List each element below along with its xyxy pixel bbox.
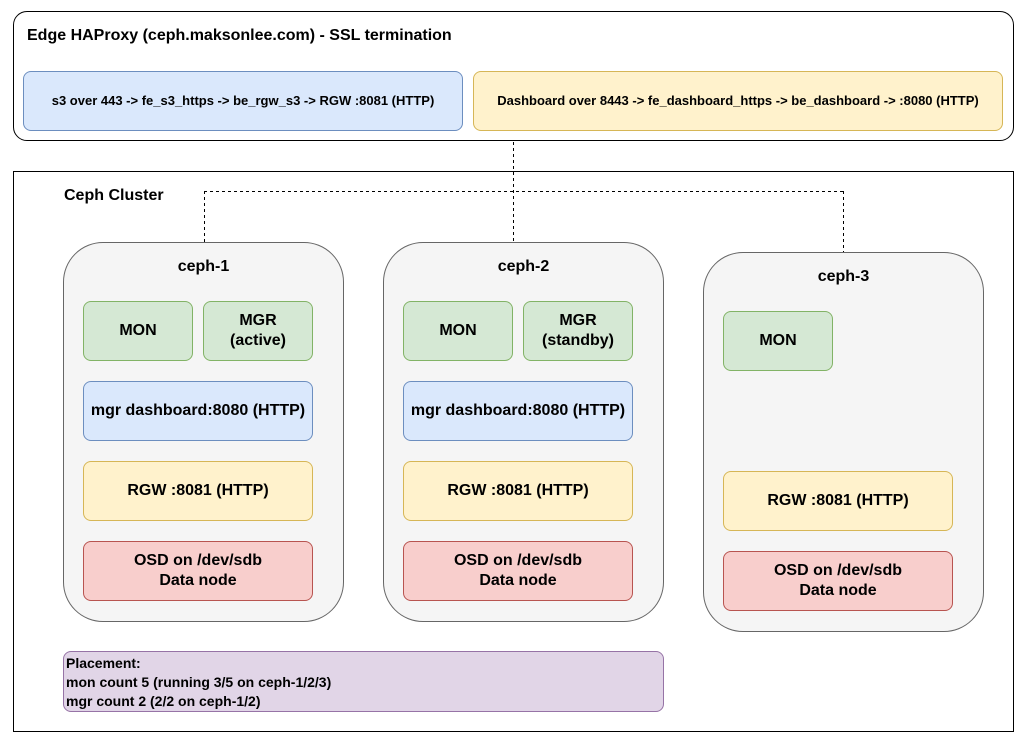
mon-box: MON: [403, 301, 513, 361]
s3-route-label: s3 over 443 -> fe_s3_https -> be_rgw_s3 …: [51, 93, 435, 108]
osd-box: OSD on /dev/sdb Data node: [723, 551, 953, 611]
dashboard-route-label: Dashboard over 8443 -> fe_dashboard_http…: [497, 93, 979, 108]
node-title: ceph-2: [497, 258, 550, 275]
dashboard-label: mgr dashboard:8080 (HTTP): [410, 402, 626, 419]
osd-label: OSD on /dev/sdb: [453, 552, 582, 569]
rgw-box: RGW :8081 (HTTP): [83, 461, 313, 521]
mgr-box: MGR (active): [203, 301, 313, 361]
placement-heading: Placement:: [66, 655, 141, 671]
osd-role: Data node: [799, 582, 877, 599]
osd-box: OSD on /dev/sdb Data node: [83, 541, 313, 601]
placement-note: Placement: mon count 5 (running 3/5 on c…: [63, 651, 664, 712]
mgr-state: (active): [229, 332, 287, 349]
placement-mon-count: mon count 5 (running 3/5 on ceph-1/2/3): [66, 674, 332, 690]
osd-label: OSD on /dev/sdb: [133, 552, 262, 569]
mgr-label: MGR: [559, 312, 597, 329]
mgr-label: MGR: [239, 312, 277, 329]
dashboard-route-box: Dashboard over 8443 -> fe_dashboard_http…: [473, 71, 1003, 131]
node-title: ceph-1: [177, 258, 230, 275]
rgw-box: RGW :8081 (HTTP): [403, 461, 633, 521]
mon-label: MON: [119, 322, 157, 339]
rgw-label: RGW :8081 (HTTP): [767, 492, 909, 509]
ceph-cluster-container: [13, 171, 1014, 732]
mon-label: MON: [759, 332, 797, 349]
placement-mgr-count: mgr count 2 (2/2 on ceph-1/2): [66, 693, 261, 709]
s3-route-box: s3 over 443 -> fe_s3_https -> be_rgw_s3 …: [23, 71, 463, 131]
node-title: ceph-3: [817, 268, 870, 285]
edge-haproxy-title: Edge HAProxy (ceph.maksonlee.com) - SSL …: [27, 27, 452, 44]
rgw-label: RGW :8081 (HTTP): [127, 482, 269, 499]
mgr-box: MGR (standby): [523, 301, 633, 361]
dashboard-box: mgr dashboard:8080 (HTTP): [83, 381, 313, 441]
rgw-label: RGW :8081 (HTTP): [447, 482, 589, 499]
mon-label: MON: [439, 322, 477, 339]
mon-box: MON: [83, 301, 193, 361]
dashboard-label: mgr dashboard:8080 (HTTP): [90, 402, 306, 419]
osd-box: OSD on /dev/sdb Data node: [403, 541, 633, 601]
ceph-cluster-title: Ceph Cluster: [64, 187, 164, 204]
dashboard-box: mgr dashboard:8080 (HTTP): [403, 381, 633, 441]
osd-label: OSD on /dev/sdb: [773, 562, 902, 579]
mon-box: MON: [723, 311, 833, 371]
osd-role: Data node: [159, 572, 237, 589]
rgw-box: RGW :8081 (HTTP): [723, 471, 953, 531]
mgr-state: (standby): [542, 332, 614, 349]
osd-role: Data node: [479, 572, 557, 589]
